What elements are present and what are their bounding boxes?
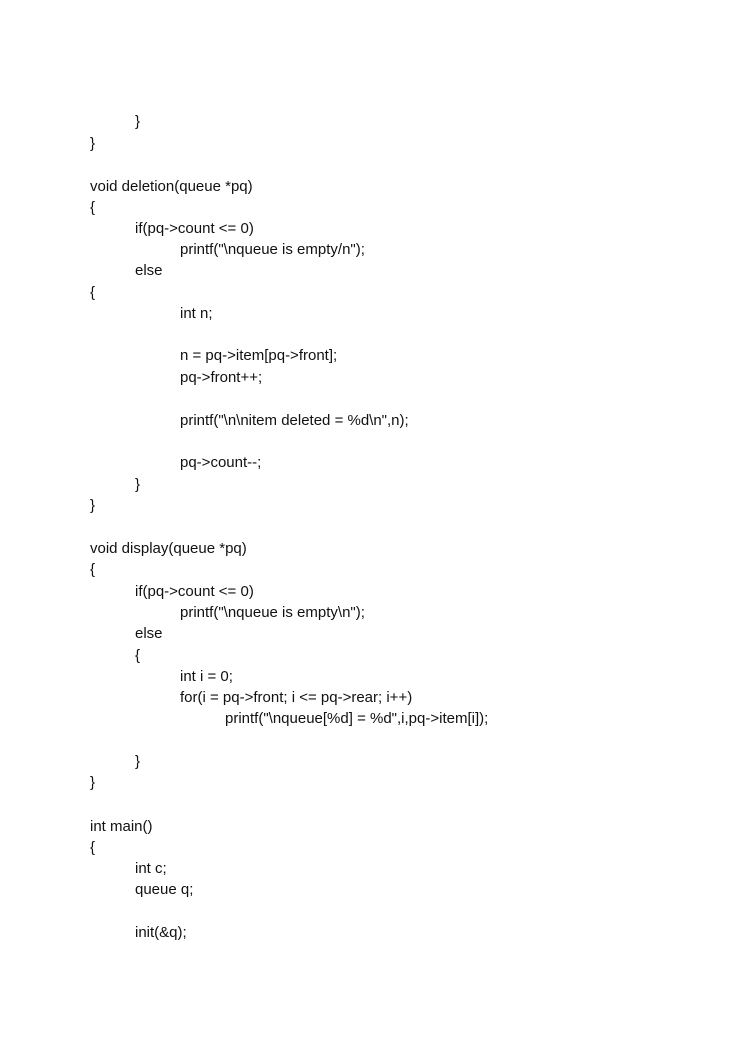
code-line: printf("\nqueue is empty\n");	[180, 604, 365, 621]
code-line: int i = 0;	[180, 668, 233, 685]
code-line: printf("\nqueue[%d] = %d",i,pq->item[i])…	[225, 710, 489, 727]
code-line: int n;	[180, 305, 213, 322]
code-line: queue q;	[135, 881, 194, 898]
function-signature: void deletion(queue *pq)	[90, 178, 253, 195]
code-line: {	[90, 561, 96, 578]
code-line: }	[90, 497, 96, 514]
code-line: {	[90, 839, 96, 856]
function-signature: void display(queue *pq)	[90, 540, 247, 557]
code-line: int c;	[135, 860, 167, 877]
function-signature: int main()	[90, 818, 153, 835]
code-line: if(pq->count <= 0)	[135, 220, 254, 237]
code-line: }	[135, 753, 141, 770]
code-line: pq->front++;	[180, 369, 263, 386]
code-line: else	[135, 262, 163, 279]
code-line: else	[135, 625, 163, 642]
code-line: init(&q);	[135, 924, 187, 941]
code-line: pq->count--;	[180, 454, 262, 471]
code-line: {	[90, 199, 96, 216]
code-line: }	[135, 113, 141, 130]
code-line: if(pq->count <= 0)	[135, 583, 254, 600]
code-line: }	[90, 135, 96, 152]
code-line: printf("\nqueue is empty/n");	[180, 241, 365, 258]
code-line: }	[90, 774, 96, 791]
code-line: {	[90, 284, 96, 301]
code-line: for(i = pq->front; i <= pq->rear; i++)	[180, 689, 413, 706]
code-line: printf("\n\nitem deleted = %d\n",n);	[180, 412, 409, 429]
code-line: {	[135, 647, 141, 664]
code-line: n = pq->item[pq->front];	[180, 347, 338, 364]
code-line: }	[135, 476, 141, 493]
